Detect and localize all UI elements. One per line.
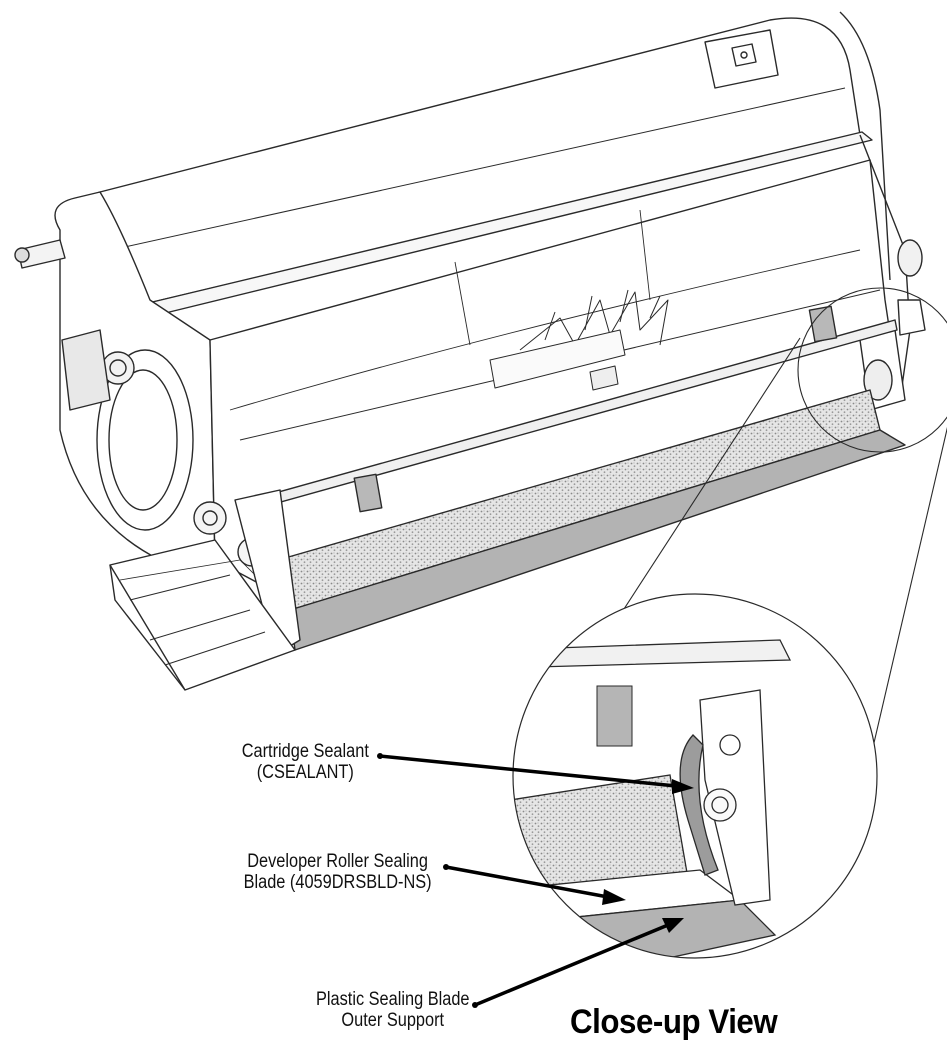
agitator <box>489 289 669 391</box>
closeup-title: Close-up View <box>570 1003 778 1041</box>
blade-leader <box>443 864 626 905</box>
closeup-detail <box>512 593 878 959</box>
blade-callout-line2: Blade (4059DRSBLD-NS) <box>244 872 432 893</box>
sealant-leader <box>377 753 694 794</box>
seal-tab-right <box>808 305 838 343</box>
blade-callout-line1: Developer Roller Sealing <box>247 851 429 872</box>
support-callout: Plastic Sealing Blade Outer Support <box>315 989 469 1031</box>
left-roller-gear <box>193 489 301 656</box>
base-tray <box>109 539 296 691</box>
toner-cartridge <box>14 11 926 691</box>
support-callout-line2: Outer Support <box>340 1010 444 1031</box>
detail-circle-small <box>797 287 947 453</box>
sealant-callout-line2: (CSEALANT) <box>256 762 354 783</box>
blade-callout: Developer Roller Sealing Blade (4059DRSB… <box>244 851 432 893</box>
sealant-callout-line1: Cartridge Sealant <box>241 741 369 762</box>
cover-emblem <box>704 29 779 89</box>
closeup-seal-tab <box>596 685 633 747</box>
support-callout-line1: Plastic Sealing Blade <box>315 989 469 1010</box>
seal-tab-left <box>353 473 383 513</box>
right-end-cap <box>859 134 926 411</box>
left-end-cap <box>14 191 216 561</box>
support-leader <box>472 918 684 1008</box>
closeup-sealant <box>679 734 719 876</box>
leader-arrows <box>377 753 694 1008</box>
sealant-callout: Cartridge Sealant (CSEALANT) <box>242 741 369 783</box>
